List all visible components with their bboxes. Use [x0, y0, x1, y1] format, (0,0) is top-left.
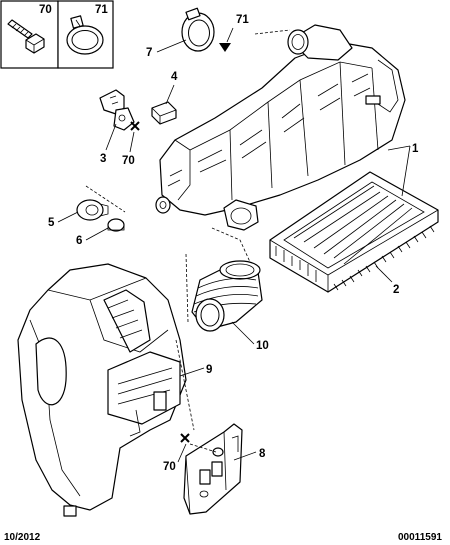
legend-box-71: 71	[57, 0, 114, 69]
screw-marker-cross-lower	[180, 433, 190, 443]
callout-2: 2	[393, 284, 399, 296]
footer-ref: 00011591	[398, 532, 442, 543]
callout-10: 10	[256, 340, 269, 352]
callout-8: 8	[259, 448, 266, 460]
callout-70-bottom: 70	[163, 461, 176, 473]
callout-9: 9	[206, 364, 212, 376]
screw-part-6	[107, 218, 125, 232]
screw-marker-cross	[130, 121, 140, 131]
legend-box-71-label: 71	[95, 4, 108, 16]
bellows-hose	[191, 260, 263, 332]
callout-3: 3	[100, 153, 106, 165]
bolt-icon	[7, 19, 45, 54]
footer-date: 10/2012	[4, 532, 41, 543]
clip-marker-triangle	[219, 43, 231, 52]
grommet-part-5	[76, 199, 109, 221]
callout-6: 6	[76, 235, 82, 247]
mounting-bracket	[183, 423, 243, 515]
lower-air-box	[17, 263, 187, 517]
callout-71: 71	[236, 14, 249, 26]
sensor-bracket	[99, 89, 135, 131]
connector-part-4	[151, 101, 177, 125]
callout-7: 7	[146, 47, 152, 59]
callout-1: 1	[412, 143, 419, 155]
legend-box-70-label: 70	[39, 4, 52, 16]
clamp-ring	[181, 7, 215, 52]
air-filter-element	[269, 171, 439, 293]
hose-clamp-icon	[66, 15, 104, 55]
callout-4: 4	[171, 71, 178, 83]
air-filter-housing-cover	[155, 24, 406, 263]
legend-box-70: 70	[0, 0, 59, 69]
callout-5: 5	[48, 217, 55, 229]
callout-70-top: 70	[122, 155, 135, 167]
